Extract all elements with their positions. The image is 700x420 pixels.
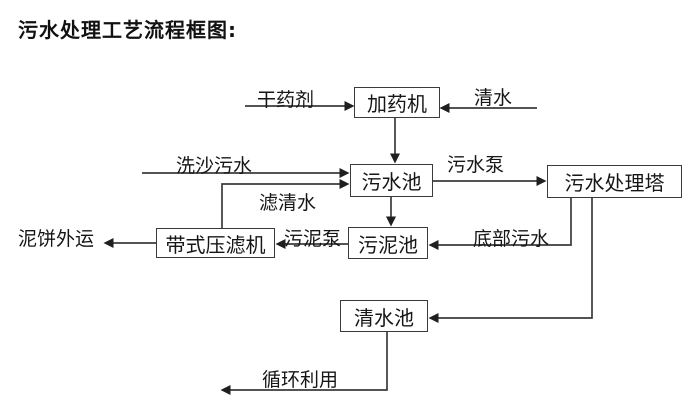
node-sewage-pool: 污水池 [350, 164, 433, 197]
edge-recycle-arrow [220, 332, 388, 395]
flow-label-dry-chemical: 干药剂 [257, 89, 315, 111]
flow-label-sludge-pump: 污泥泵 [284, 228, 342, 250]
edge-filtered-water-arrow [221, 179, 350, 228]
flow-label-sand-washing-sewage: 洗沙污水 [176, 155, 253, 177]
node-dosing-machine: 加药机 [354, 87, 440, 118]
node-sludge-pool: 污泥池 [348, 227, 428, 259]
flow-label-recycle-use: 循环利用 [262, 369, 339, 391]
flow-label-bottom-sewage: 底部污水 [473, 228, 550, 250]
edge-bottom-sewage-arrow [428, 198, 572, 250]
node-sewage-treatment-tower: 污水处理塔 [547, 165, 682, 198]
flow-label-filtered-clean-water: 滤清水 [259, 192, 317, 214]
flow-label-clean-water: 清水 [474, 87, 513, 109]
flow-label-sewage-pump: 污水泵 [447, 154, 505, 176]
node-belt-filter-press: 带式压滤机 [156, 228, 275, 258]
flow-label-mud-cake-outbound: 泥饼外运 [18, 228, 95, 250]
edge-tower-to-clean-pool-arrow [428, 198, 593, 323]
diagram-title: 污水处理工艺流程框图: [18, 18, 237, 42]
node-clean-water-pool: 清水池 [340, 300, 428, 332]
